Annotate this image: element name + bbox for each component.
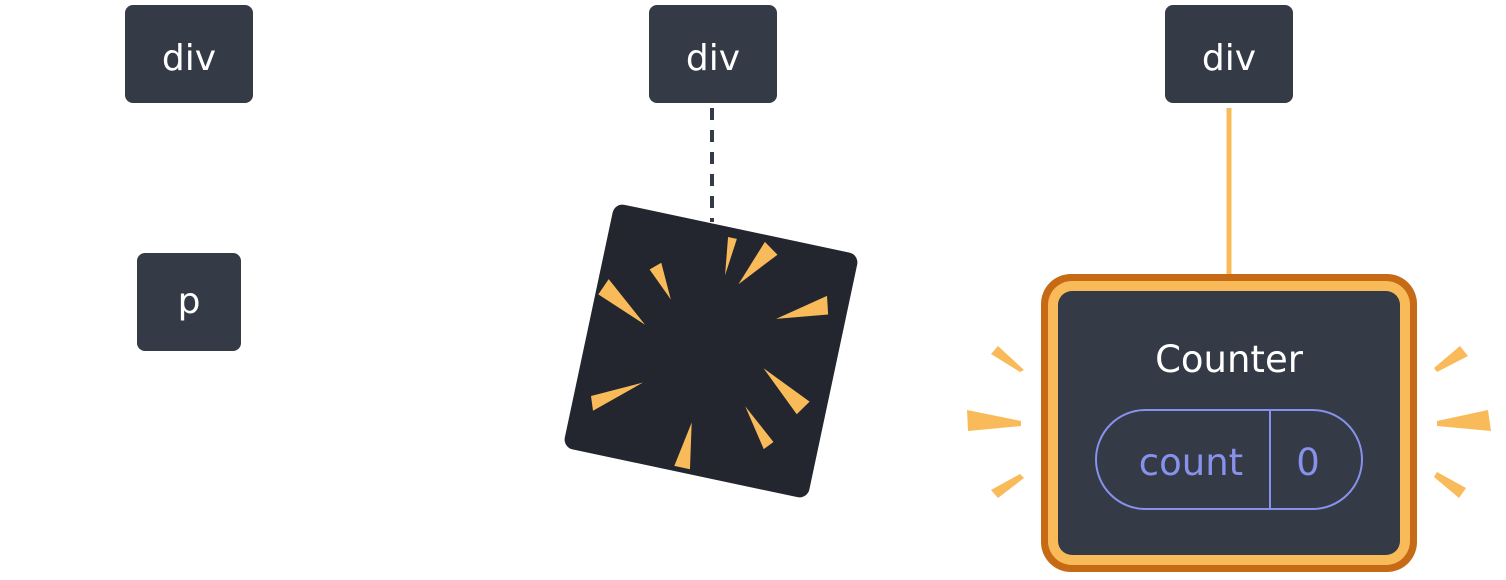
sparkle-group-left: [967, 346, 1024, 498]
sparkle-icon: [991, 474, 1024, 498]
poof-ray-icon: [725, 237, 737, 276]
counter-node: [1058, 291, 1400, 555]
poof-ray-icon: [591, 382, 643, 411]
sparkle-icon: [1437, 410, 1491, 431]
state-pill: [1095, 409, 1363, 510]
poof-ray-icon: [738, 241, 778, 285]
middle-div-node: [649, 5, 777, 103]
left-div-node: [125, 5, 253, 103]
left-p-label: p: [178, 281, 201, 322]
sparkle-icon: [991, 346, 1024, 372]
sparkle-icon: [967, 410, 1021, 431]
poof-ray-icon: [649, 262, 671, 300]
right-div-node: [1165, 5, 1293, 103]
left-tree: div p: [125, 5, 253, 351]
poof-ray-icon: [776, 295, 829, 319]
state-value: 0: [1296, 441, 1320, 484]
sparkle-icon: [1434, 346, 1468, 372]
poof-square: [564, 204, 858, 498]
sparkle-icon: [1434, 472, 1466, 498]
right-div-label: div: [1202, 38, 1256, 79]
poof-ray-icon: [598, 279, 646, 325]
left-p-node: [137, 253, 241, 351]
sparkle-group-right: [1434, 346, 1491, 498]
poof-burst-icon: [564, 204, 858, 498]
state-name: count: [1139, 441, 1243, 484]
poof-ray-icon: [745, 406, 774, 450]
counter-label: Counter: [1155, 338, 1304, 381]
middle-tree: div: [564, 5, 858, 498]
left-div-label: div: [162, 38, 216, 79]
poof-ray-icon: [674, 422, 692, 470]
right-tree: div Counter count 0: [967, 5, 1491, 572]
poof-ray-icon: [763, 368, 810, 415]
poof-rays: [591, 237, 829, 470]
middle-div-label: div: [686, 38, 740, 79]
